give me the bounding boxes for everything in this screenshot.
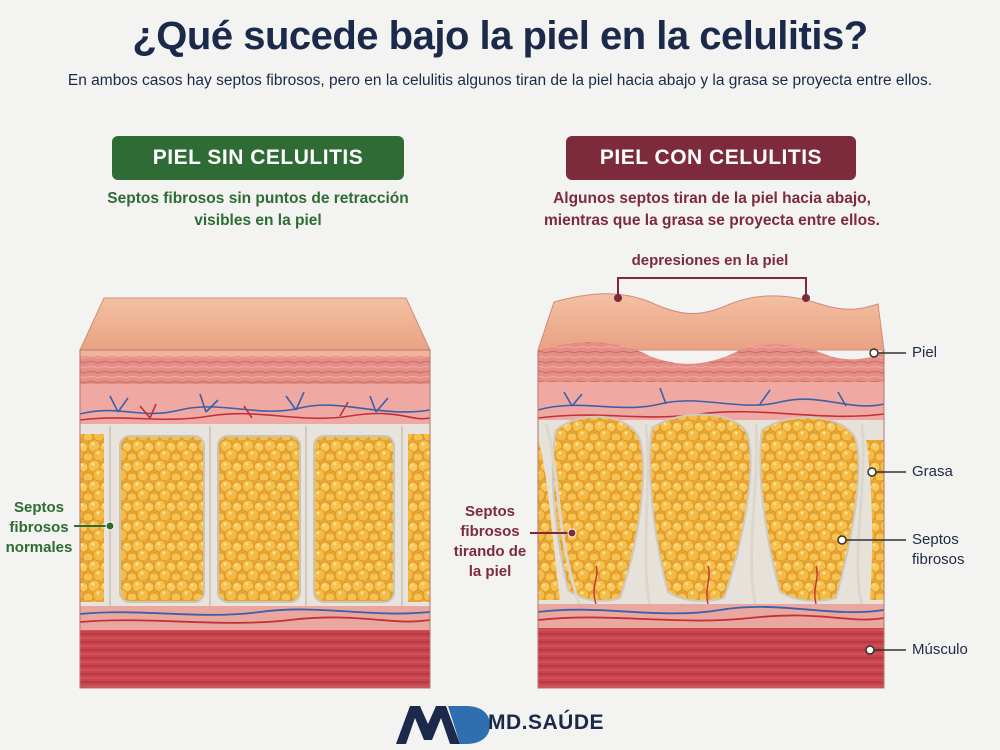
description-no-cellulite-line1: Septos fibrosos sin puntos de retracción [107,190,409,207]
label-septos-normales-line2: fibrosos [9,519,69,536]
page-subtitle: En ambos casos hay septos fibrosos, pero… [67,72,933,89]
leader-septos-normales [74,521,115,531]
label-septos-tirando: Septos fibrosos tirando de la piel [448,502,532,582]
label-septos-tirando-line1: Septos [464,503,515,520]
page-title: ¿Qué sucede bajo la piel en la celulitis… [132,14,868,58]
label-grasa: Grasa [912,463,953,480]
label-septos-tirando-line4: la piel [468,563,512,580]
md-saude-logo-icon [396,706,490,744]
depressions-bracket [614,277,810,302]
label-septos-fibrosos-line2: fibrosos [912,551,965,568]
description-no-cellulite-line2: visibles en la piel [194,212,322,229]
healthy-skin-block [79,297,431,689]
badge-cellulite: PIEL CON CELULITIS [566,136,856,180]
leader-septos-fibrosos [837,535,906,545]
label-septos-fibrosos-line1: Septos [912,531,959,548]
leader-musculo [865,645,906,655]
description-cellulite-line1: Algunos septos tiran de la piel hacia ab… [553,190,871,207]
label-septos-normales-line1: Septos [13,499,64,516]
description-cellulite: Algunos septos tiran de la piel hacia ab… [520,188,904,232]
label-septos-tirando-line2: fibrosos [460,523,520,540]
label-septos-fibrosos: Septos fibrosos [912,530,965,570]
leader-grasa [867,467,906,477]
label-septos-normales-line3: normales [5,539,73,556]
label-septos-normales: Septos fibrosos normales [4,498,74,558]
logo-text: MD.SAÚDE [488,711,605,734]
label-musculo: Músculo [912,641,968,658]
cellulite-skin-block [537,293,885,689]
label-depressions: depresiones en la piel [631,252,789,269]
description-no-cellulite: Septos fibrosos sin puntos de retracción… [92,188,424,232]
badge-no-cellulite: PIEL SIN CELULITIS [112,136,404,180]
label-piel: Piel [912,344,938,361]
description-cellulite-line2: mientras que la grasa se proyecta entre … [544,212,880,229]
label-septos-tirando-line3: tirando de [453,543,527,560]
leader-septos-tirando [530,528,577,538]
leader-piel [869,348,906,358]
